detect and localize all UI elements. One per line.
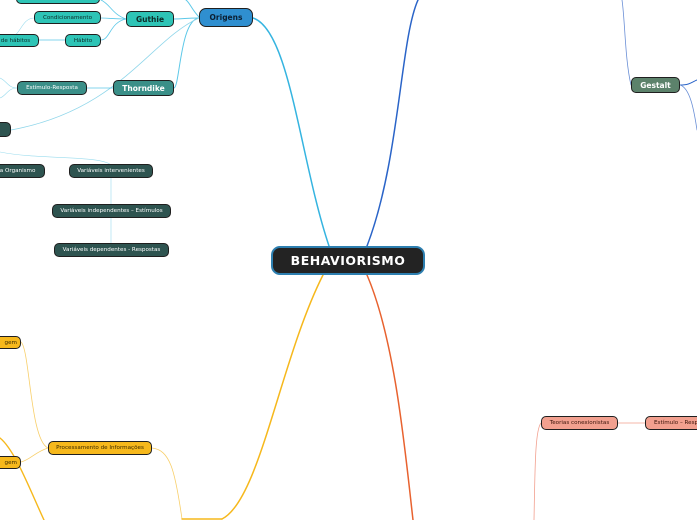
link-gestalt-up bbox=[621, 0, 632, 86]
link-origens-slate bbox=[10, 17, 200, 131]
subtopic-top-cut[interactable] bbox=[16, 0, 100, 4]
link-processamento-gem2 bbox=[20, 447, 49, 463]
link-gestalt-right bbox=[679, 79, 697, 86]
link-gestalt-right2 bbox=[679, 84, 697, 131]
link-yellow-processamento bbox=[151, 447, 183, 520]
subtopic-variaveis-intervenientes[interactable]: Variáveis intervenientes bbox=[69, 164, 153, 178]
central-topic-behaviorismo[interactable]: BEHAVIORISMO bbox=[271, 246, 425, 275]
topic-thorndike[interactable]: Thorndike bbox=[113, 80, 174, 96]
link-processamento-gem1 bbox=[20, 341, 49, 449]
subtopic-gem-lower[interactable]: gem bbox=[0, 456, 21, 469]
link-origens-thorndike bbox=[173, 17, 200, 89]
link-slate-top bbox=[0, 151, 112, 166]
link-origens-guthie bbox=[173, 17, 200, 20]
link-root-red-branch bbox=[366, 274, 414, 520]
topic-guthie[interactable]: Guthie bbox=[126, 11, 174, 27]
topic-slate-cut[interactable] bbox=[0, 122, 11, 137]
subtopic-condicionamento[interactable]: Condicionamento bbox=[34, 11, 101, 24]
subtopic-gem-upper[interactable]: gem bbox=[0, 336, 21, 349]
link-root-gestalt-branch bbox=[366, 0, 419, 247]
subtopic-processamento-de-informacoes[interactable]: Processamento de Informações bbox=[48, 441, 152, 455]
link-estimulo-left2 bbox=[0, 87, 18, 99]
link-estimulo-left bbox=[0, 77, 18, 89]
subtopic-de-habitos[interactable]: de hábitos bbox=[0, 34, 39, 47]
topic-gestalt[interactable]: Gestalt bbox=[631, 77, 680, 93]
link-origens-up bbox=[185, 0, 200, 18]
link-yellow-thick bbox=[0, 437, 45, 520]
subtopic-ta-organismo[interactable]: ta Organismo bbox=[0, 164, 45, 178]
link-guthie-condicionamento bbox=[100, 17, 127, 20]
subtopic-estimulo-resp-cut[interactable]: Estímulo – Resp bbox=[645, 416, 697, 430]
subtopic-teorias-conexionistas[interactable]: Teorias conexionistas bbox=[541, 416, 618, 430]
subtopic-habito[interactable]: Hábito bbox=[65, 34, 101, 47]
link-salmon-teorias bbox=[533, 422, 542, 520]
link-guthie-habito bbox=[100, 18, 127, 41]
subtopic-variaveis-independentes[interactable]: Variáveis independentes – Estímulos bbox=[52, 204, 171, 218]
topic-origens[interactable]: Origens bbox=[199, 8, 253, 27]
link-root-yellow-branch bbox=[221, 274, 324, 520]
subtopic-variaveis-dependentes[interactable]: Variáveis dependentes - Respostas bbox=[54, 243, 169, 257]
link-guthie-top bbox=[100, 0, 127, 20]
subtopic-estimulo-resposta[interactable]: Estímulo-Resposta bbox=[17, 81, 87, 95]
link-root-origens bbox=[252, 17, 330, 247]
